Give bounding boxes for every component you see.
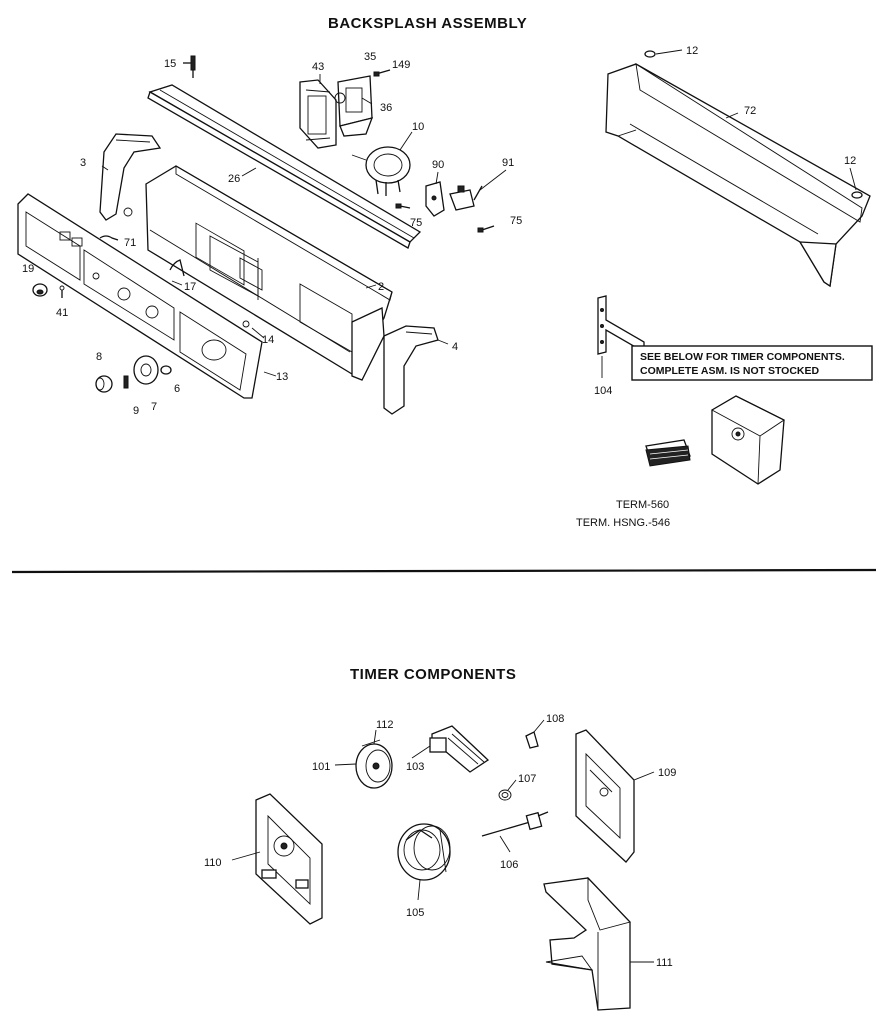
callout-91: 91 [502, 157, 514, 169]
callout-109: 109 [658, 767, 676, 779]
callout-9: 9 [133, 405, 139, 417]
screw-75-b [477, 225, 495, 233]
callout-15: 15 [164, 58, 176, 70]
frame-plate-110 [255, 793, 323, 925]
switch-block-35 [334, 75, 374, 137]
section-divider [11, 568, 877, 574]
knob-8 [95, 375, 113, 393]
terminal-block [645, 439, 691, 467]
clip-71 [99, 235, 119, 241]
screw-149 [373, 69, 391, 77]
callout-111: 111 [656, 957, 673, 969]
screw-15 [183, 55, 196, 78]
timer-assembly [711, 395, 785, 485]
insert-6 [160, 365, 172, 375]
callout-3: 3 [80, 157, 86, 169]
control-panel [17, 193, 263, 399]
callout-75-b: 75 [510, 215, 522, 227]
callout-149: 149 [392, 59, 410, 71]
frame-plate-109 [575, 729, 635, 863]
callout-71: 71 [124, 237, 136, 249]
callout-13: 13 [276, 371, 288, 383]
backsplash-housing [145, 165, 393, 381]
callout-7: 7 [151, 401, 157, 413]
cover-72 [605, 63, 871, 288]
callout-10: 10 [412, 121, 424, 133]
callout-12-b: 12 [844, 155, 856, 167]
pin-41 [59, 285, 65, 298]
cam-drum-105 [397, 823, 451, 881]
callout-43: 43 [312, 61, 324, 73]
callout-101: 101 [312, 761, 330, 773]
bracket-43 [299, 79, 337, 149]
note-line-1: SEE BELOW FOR TIMER COMPONENTS. [640, 351, 845, 363]
callout-2: 2 [378, 281, 384, 293]
clip-107 [498, 789, 512, 801]
note-box: SEE BELOW FOR TIMER COMPONENTS. COMPLETE… [631, 345, 873, 381]
fastener-12-a [644, 50, 656, 58]
callout-107: 107 [518, 773, 536, 785]
callout-6: 6 [174, 383, 180, 395]
callout-108: 108 [546, 713, 564, 725]
callout-106: 106 [500, 859, 518, 871]
callout-112: 112 [376, 719, 394, 731]
callout-35: 35 [364, 51, 376, 63]
screw-75-a [395, 203, 411, 209]
callout-103: 103 [406, 761, 424, 773]
bracket-104 [597, 295, 645, 355]
cover-111 [543, 876, 631, 1011]
callout-90: 90 [432, 159, 444, 171]
callout-8: 8 [96, 351, 102, 363]
callout-14: 14 [262, 334, 274, 346]
callout-36: 36 [380, 102, 392, 114]
backsplash-title: BACKSPLASH ASSEMBLY [328, 15, 528, 32]
callout-110: 110 [204, 857, 222, 869]
callout-105: 105 [406, 907, 424, 919]
term-560-label: TERM-560 [616, 499, 669, 511]
note-line-2: COMPLETE ASM. IS NOT STOCKED [640, 365, 820, 377]
part-108 [525, 731, 539, 749]
callout-19: 19 [22, 263, 34, 275]
connector-103 [429, 725, 490, 773]
callout-75-a: 75 [410, 217, 422, 229]
callout-17: 17 [184, 281, 196, 293]
term-housing-546-label: TERM. HSNG.-546 [576, 517, 670, 529]
callout-12-a: 12 [686, 45, 698, 57]
motor-101 [355, 739, 393, 789]
spring-9 [123, 375, 129, 389]
shaft-106 [481, 811, 549, 837]
leader-lines [101, 49, 857, 963]
rotary-switch-10 [351, 146, 411, 196]
end-cap-3 [99, 133, 162, 221]
end-cap-4 [383, 325, 439, 415]
callout-104: 104 [594, 385, 612, 397]
callout-4: 4 [452, 341, 458, 353]
dial-7 [133, 355, 159, 385]
screw-14 [242, 320, 250, 328]
switch-91 [449, 185, 483, 211]
knob-19 [32, 283, 48, 297]
fastener-12-b [851, 191, 863, 199]
callout-72: 72 [744, 105, 756, 117]
bracket-90 [425, 181, 445, 217]
wire-17 [169, 259, 185, 277]
top-trim-strip [147, 84, 422, 249]
callout-26: 26 [228, 173, 240, 185]
timer-components-title: TIMER COMPONENTS [350, 666, 517, 683]
callout-41: 41 [56, 307, 68, 319]
